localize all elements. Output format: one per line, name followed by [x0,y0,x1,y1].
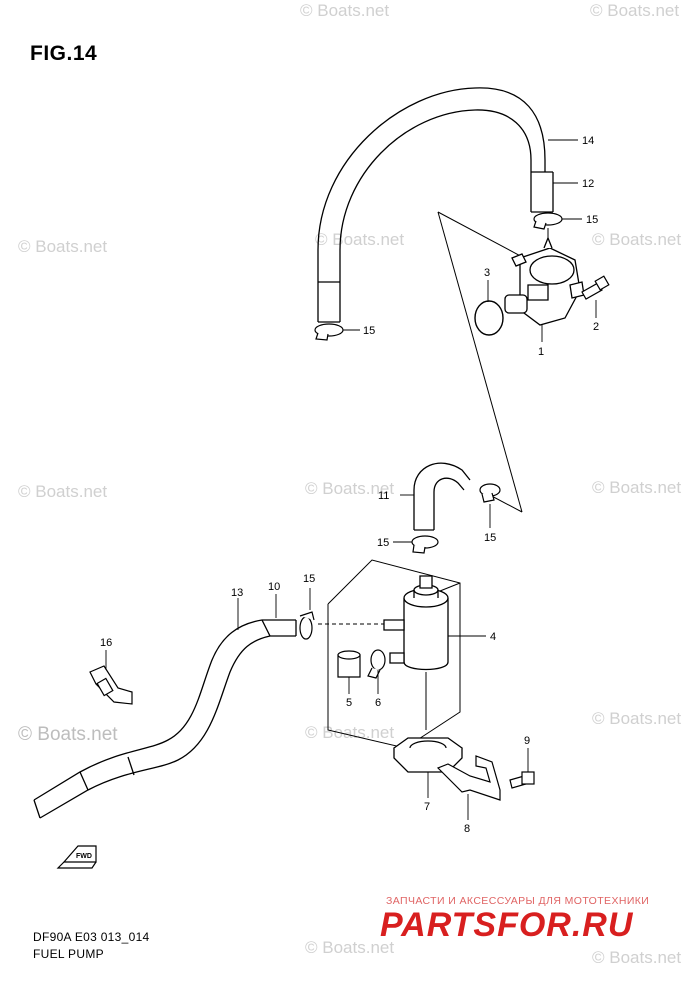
o-ring [474,300,504,336]
hose-clip [299,611,315,640]
fwd-label: FWD [76,853,92,860]
callout-13: 13 [231,587,243,599]
callout-1: 1 [538,346,544,358]
clip-6 [367,649,386,679]
hose-clip [479,483,501,503]
callout-3: 3 [484,267,490,279]
hose-clip [533,212,563,230]
callout-5: 5 [346,697,352,709]
clip-16 [89,665,133,705]
promo-tagline: ЗАПЧАСТИ И АКСЕССУАРЫ ДЛЯ МОТОТЕХНИКИ [386,895,650,907]
callout-15: 15 [363,325,375,337]
callout-12: 12 [582,178,594,190]
watermark: © Boats.net [590,1,679,20]
callout-11: 11 [378,490,389,502]
callout-16: 16 [100,637,112,649]
callout-10: 10 [268,581,280,593]
watermark: © Boats.net [305,723,394,742]
figure-code: DF90A E03 013_014 [33,930,150,944]
watermark: © Boats.net [305,938,394,957]
main-fuel-hose [33,619,297,819]
leader-lines [105,139,597,820]
callout-6: 6 [375,697,381,709]
watermark: © Boats.net [592,709,681,728]
callout-15: 15 [377,537,389,549]
callout-15: 15 [586,214,598,226]
upper-fuel-hose [317,87,554,323]
figure-title: FIG.14 [30,42,98,65]
watermark: © Boats.net [305,479,394,498]
short-hose-5 [337,650,361,678]
callout-numbers: 14 12 15 15 3 2 1 11 15 15 15 10 13 4 5 … [100,135,599,835]
promo-logo: PARTSFOR.RU [380,906,634,944]
callout-9: 9 [524,735,530,747]
callout-2: 2 [593,321,599,333]
forward-direction-badge: FWD [56,845,97,869]
watermark: © Boats.net [300,1,389,20]
figure-name: FUEL PUMP [33,947,104,961]
callout-15: 15 [484,532,496,544]
hose-clip [411,535,439,554]
watermark: © Boats.net [315,230,404,249]
watermark: © Boats.net [592,230,681,249]
fuel-pump [504,236,585,326]
hose-clip [314,323,344,341]
bracket [436,755,501,801]
watermark: © Boats.net [592,948,681,967]
fuel-filter [383,575,449,671]
pump-bolt [581,275,610,300]
watermark: © Boats.net [592,478,681,497]
hose-11 [413,462,471,531]
watermark: © Boats.net [18,482,107,501]
callout-14: 14 [582,135,594,147]
callout-15: 15 [303,573,315,585]
callout-4: 4 [490,631,496,643]
watermark: © Boats.net [18,237,107,256]
bracket-bolt [509,771,535,789]
watermark-layer: © Boats.net © Boats.net © Boats.net © Bo… [18,1,681,967]
watermark: © Boats.net [18,724,118,745]
callout-7: 7 [424,801,430,813]
callout-8: 8 [464,823,470,835]
